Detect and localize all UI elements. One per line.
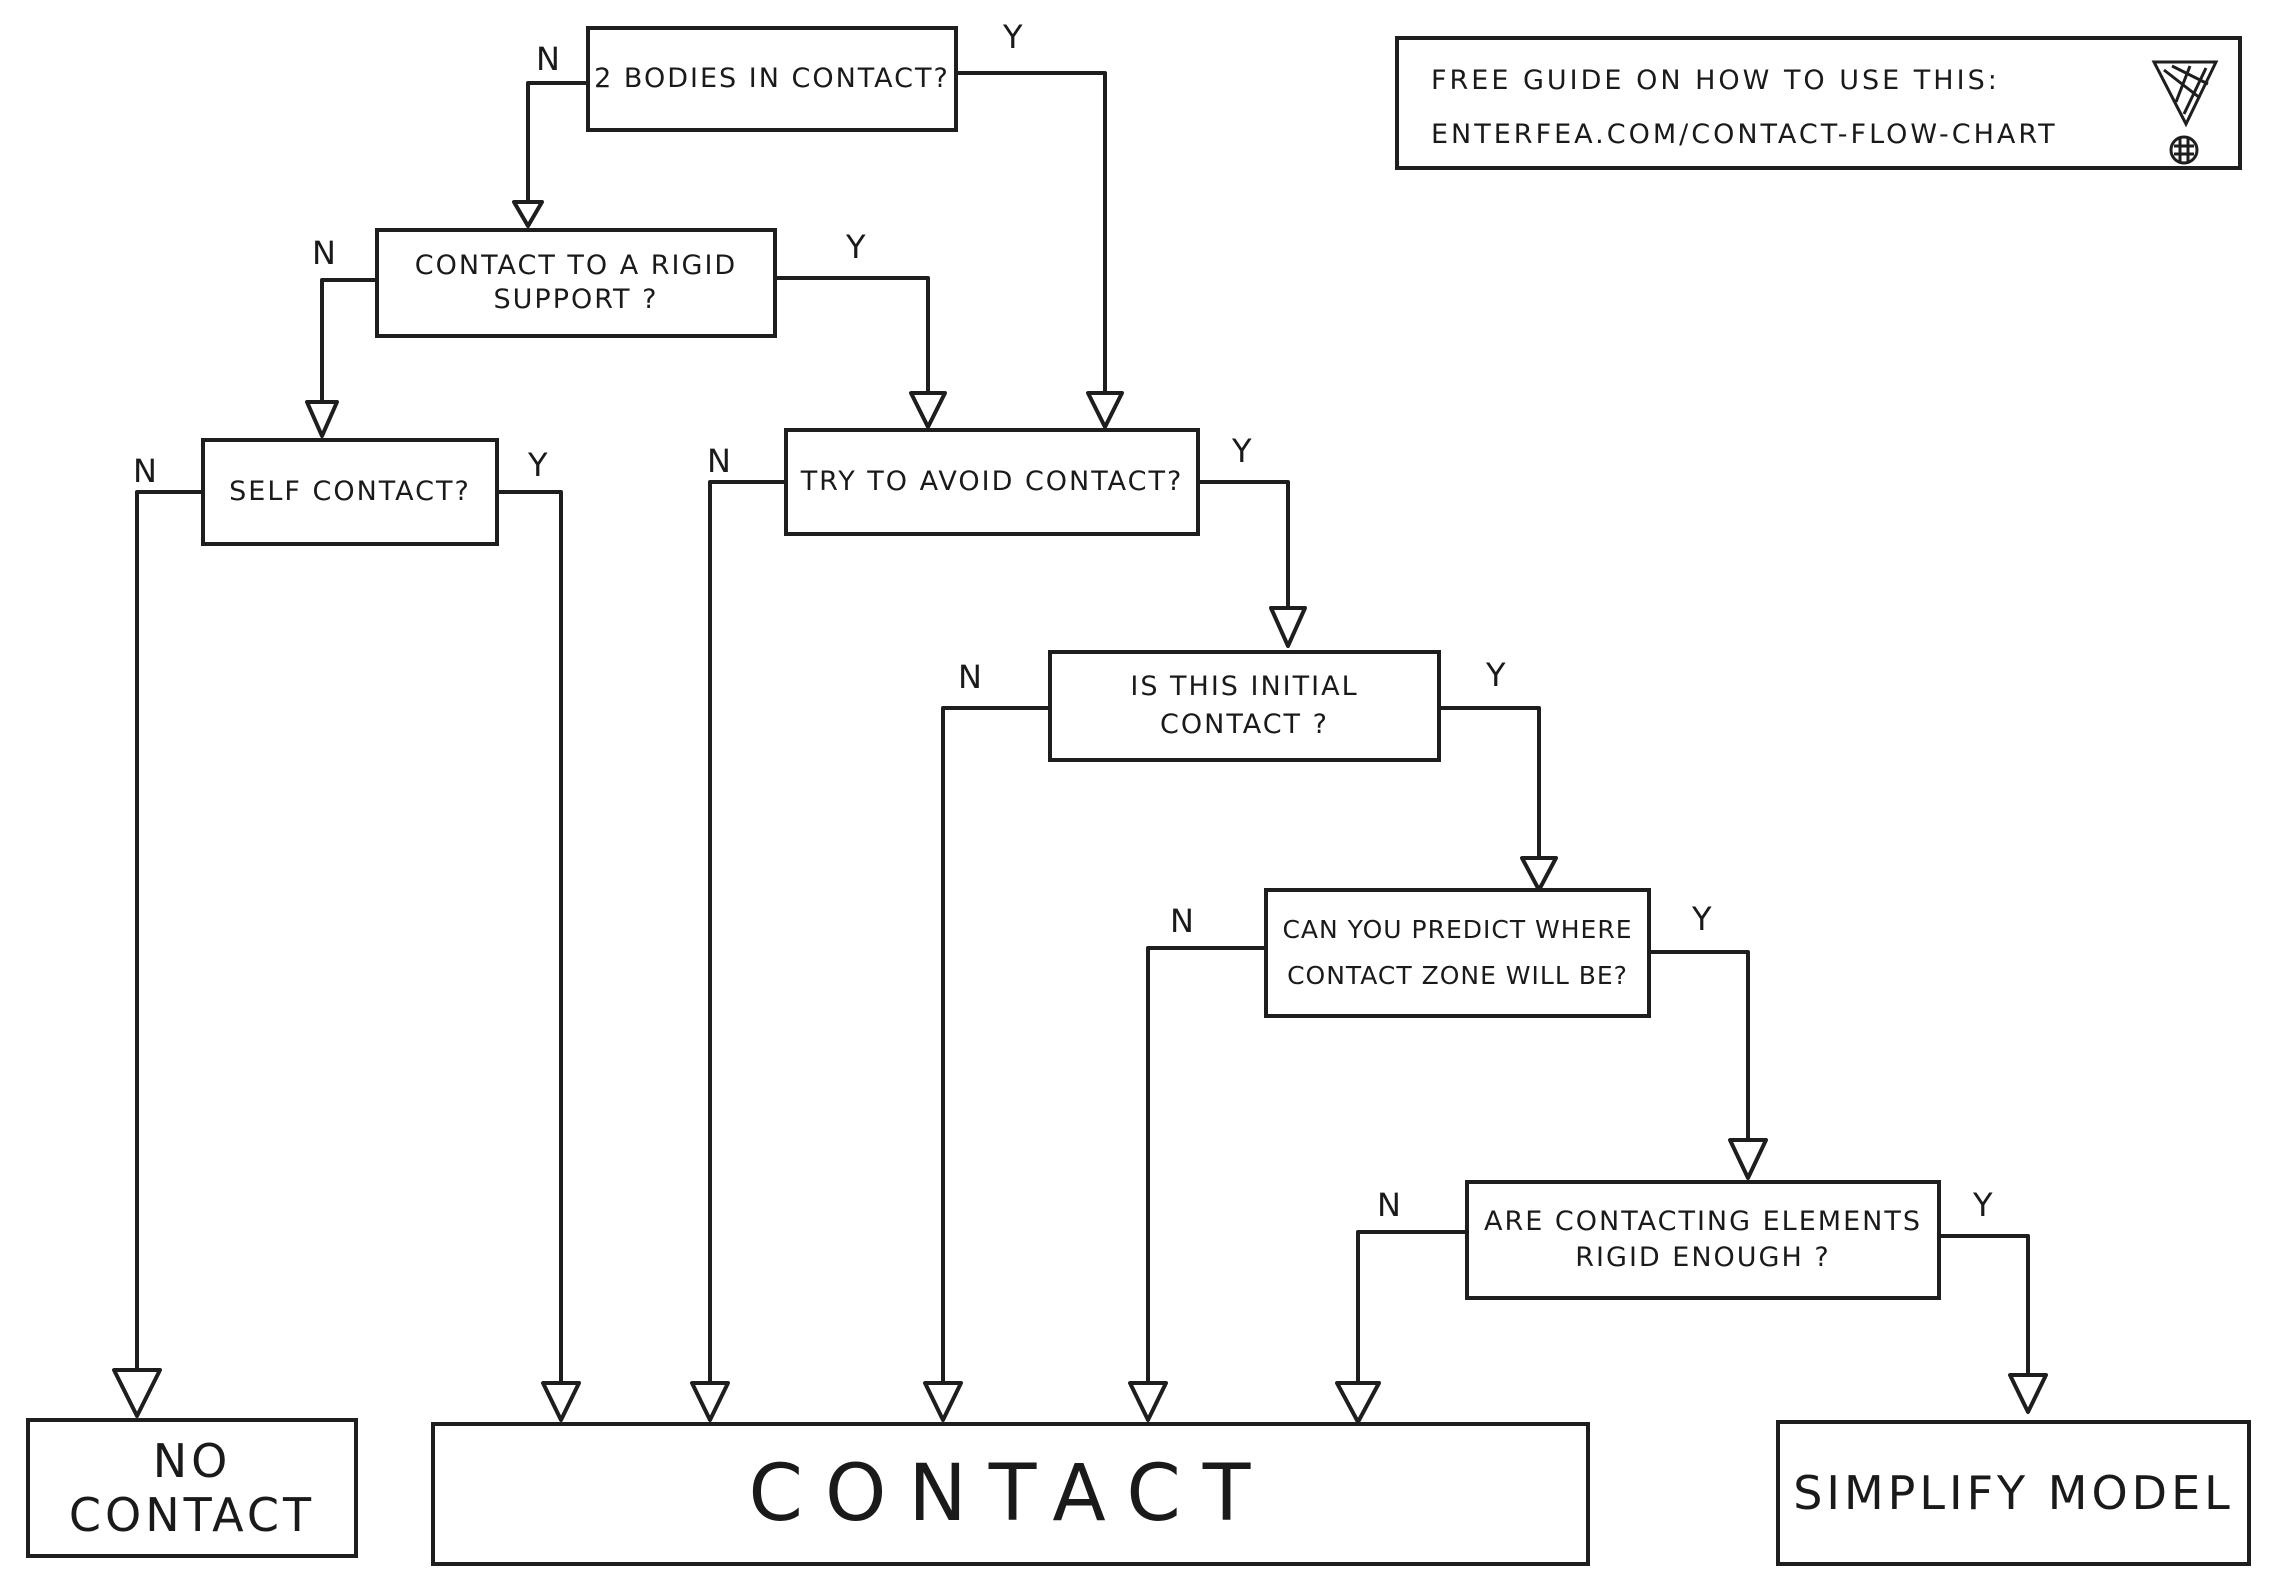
question-rigid-enough: Are contacting elements rigid enough ? [1465,1180,1941,1300]
arrowhead-contact-3 [923,1381,963,1422]
connector-q5-no [941,706,1048,1383]
label-q3-no: N [133,452,157,490]
arrowhead-q5 [1269,606,1307,648]
outcome-no-contact-text: No contact [68,1434,316,1542]
outcome-simplify-model: Simplify model [1776,1420,2251,1566]
arrowhead-contact-5 [1335,1381,1381,1424]
label-q5-yes: Y [1486,656,1506,694]
question-rigid-enough-line1: Are contacting elements [1484,1206,1922,1237]
connector-q3-no [135,490,201,1370]
outcome-contact: CONTACT [431,1422,1590,1566]
question-initial-contact-line2: contact ? [1160,709,1329,740]
label-q4-no: N [707,442,731,480]
connector-q7-no [1356,1230,1465,1383]
label-q2-yes: Y [846,228,866,266]
connector-q4-no [708,480,784,1383]
arrowhead-no-contact [112,1368,162,1418]
label-q3-yes: Y [528,446,548,484]
question-rigid-enough-line2: rigid enough ? [1575,1242,1831,1273]
connector-q2-no [320,278,375,405]
connector-q2-yes [777,276,930,395]
connector-q6-yes [1651,950,1750,1145]
connector-q4-yes [1200,480,1290,610]
arrowhead-q3 [305,400,339,438]
guide-note-link[interactable]: enterfea.com/contact-flow-chart [1431,119,2058,150]
arrowhead-simplify [2008,1373,2048,1414]
question-two-bodies-text: 2 Bodies in contact? [594,63,950,94]
question-initial-contact: Is this initial contact ? [1048,650,1441,762]
label-q4-yes: Y [1232,432,1252,470]
arrowhead-contact-4 [1128,1381,1168,1422]
connector-q6-no [1146,946,1264,1383]
question-initial-contact-line1: Is this initial [1130,671,1359,702]
outcome-simplify-model-text: Simplify model [1793,1466,2234,1520]
outcome-contact-text: CONTACT [748,1449,1273,1539]
label-q1-yes: Y [1003,18,1023,56]
outcome-no-contact: No contact [26,1418,358,1558]
connector-q1-yes [958,71,1107,395]
question-rigid-support-line2: support ? [493,284,659,315]
question-self-contact: Self contact? [201,438,499,546]
label-q2-no: N [312,234,336,272]
label-q1-no: N [536,40,560,78]
label-q5-no: N [958,658,982,696]
connector-q5-yes [1441,706,1541,860]
question-predict-zone-line1: Can you predict where [1282,915,1633,944]
arrowhead-q4-left [909,391,947,429]
guide-note: Free guide on how to use this: enterfea.… [1395,36,2242,170]
question-two-bodies: 2 Bodies in contact? [586,26,958,132]
question-avoid-contact: Try to avoid contact? [784,428,1200,536]
exclamation-icon [2151,60,2219,165]
arrowhead-q7 [1728,1138,1768,1180]
label-q6-yes: Y [1692,900,1712,938]
question-rigid-support: Contact to a rigid support ? [375,228,777,338]
guide-note-text: Free guide on how to use this: [1431,65,2000,96]
question-self-contact-text: Self contact? [229,476,471,507]
question-avoid-contact-text: Try to avoid contact? [800,466,1184,497]
connector-q3-yes [499,490,563,1383]
arrowhead-q2 [512,200,544,228]
arrowhead-contact-1 [541,1381,581,1422]
label-q6-no: N [1170,902,1194,940]
question-predict-zone-line2: contact zone will be? [1287,961,1628,990]
label-q7-yes: Y [1973,1186,1993,1224]
arrowhead-q6 [1520,856,1558,892]
arrowhead-contact-2 [690,1381,730,1422]
question-predict-zone: Can you predict where contact zone will … [1264,888,1651,1018]
arrowhead-q4-right [1086,391,1124,429]
connector-q7-yes [1941,1234,2030,1375]
connector-q1-no [526,81,586,205]
label-q7-no: N [1377,1186,1401,1224]
question-rigid-support-line1: Contact to a rigid [414,250,738,281]
